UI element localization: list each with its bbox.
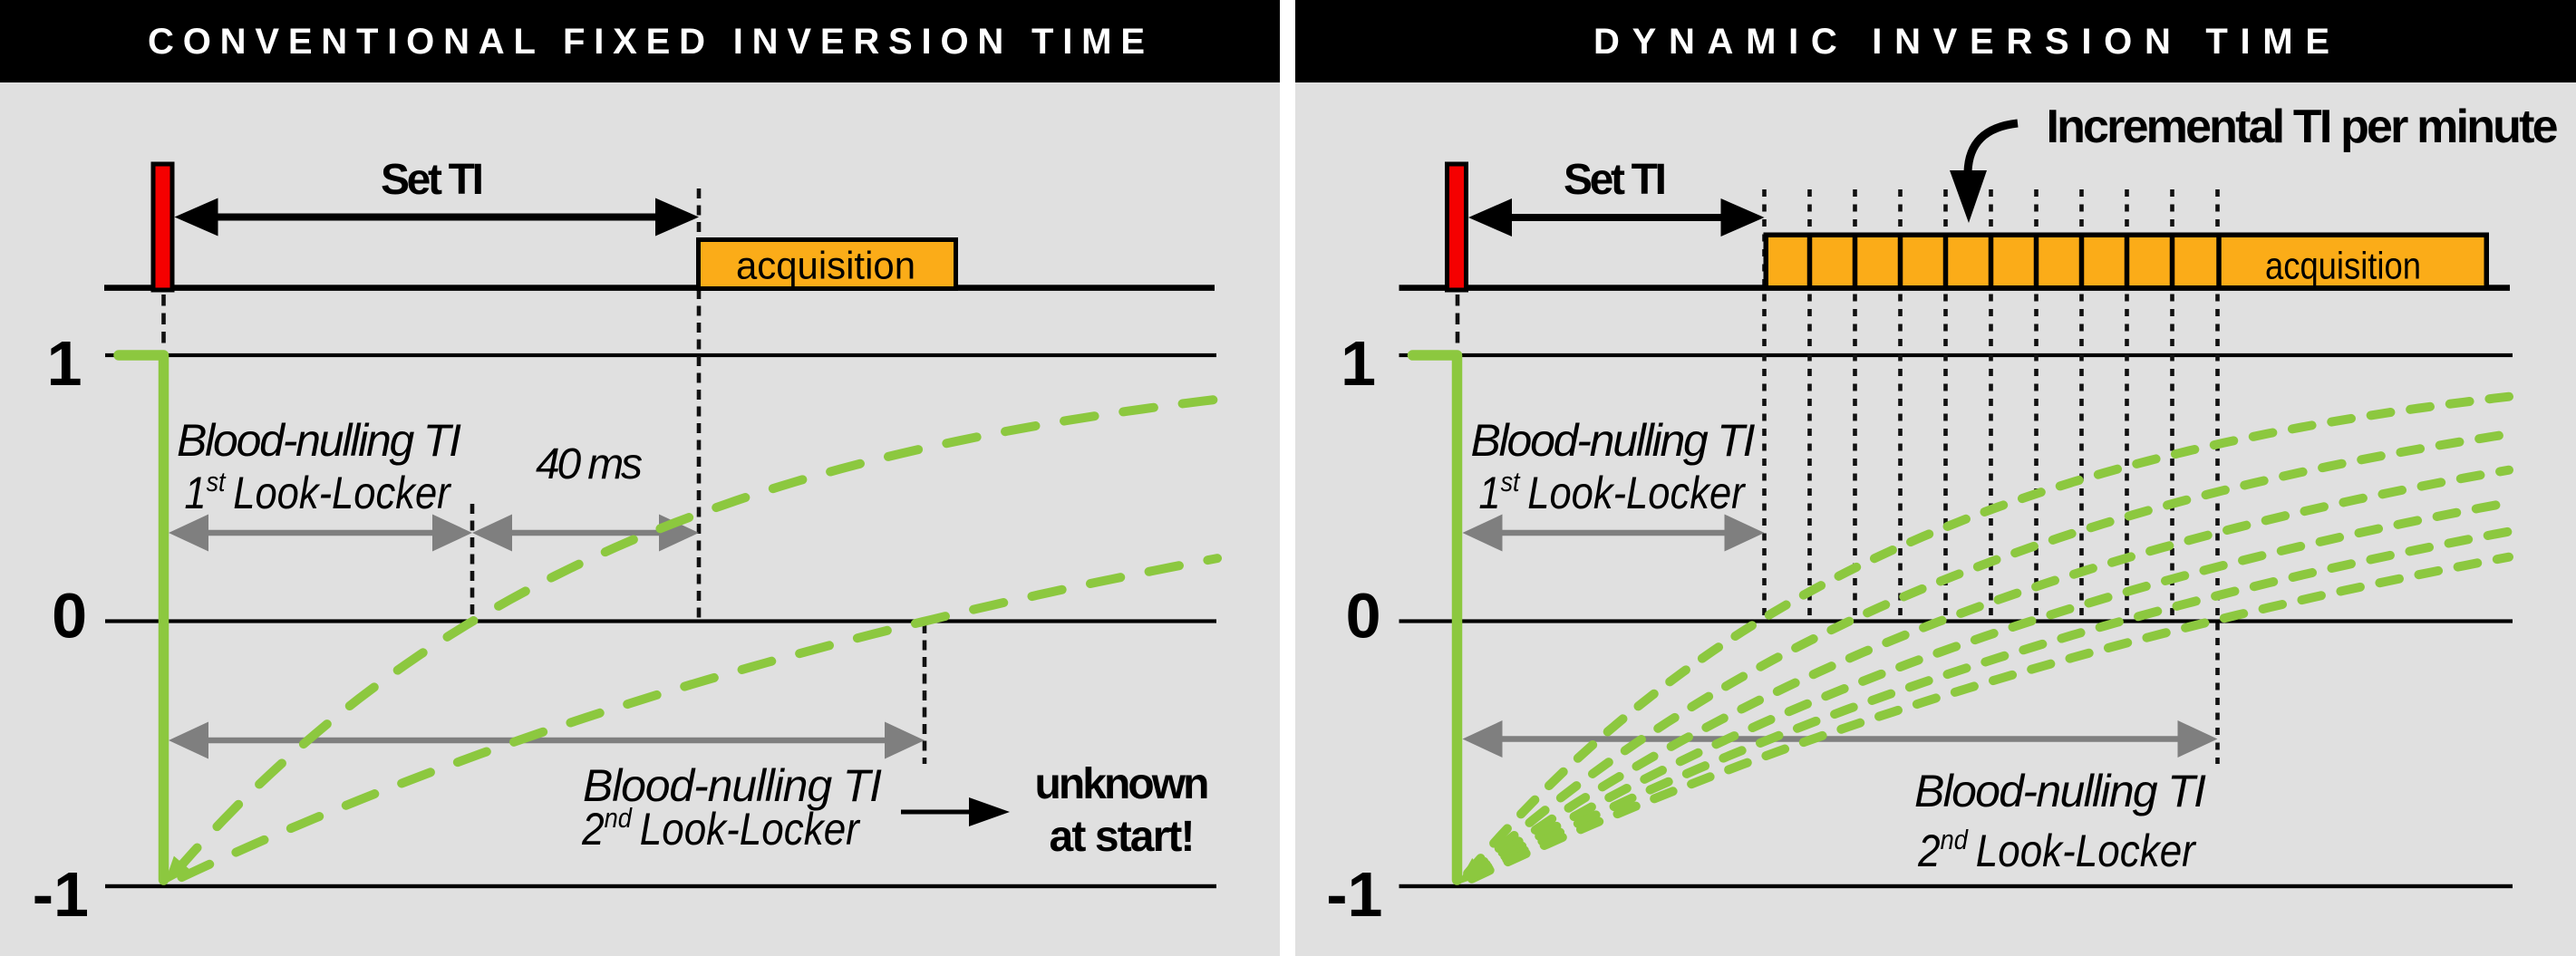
- svg-text:Set TI: Set TI: [381, 156, 484, 204]
- svg-text:CONVENTIONAL FIXED INVERSION T: CONVENTIONAL FIXED INVERSION TIME: [148, 22, 1145, 62]
- svg-text:Set TI: Set TI: [1564, 156, 1667, 204]
- svg-text:40 ms: 40 ms: [536, 440, 643, 488]
- svg-text:1: 1: [47, 328, 82, 399]
- svg-text:-1: -1: [33, 859, 89, 930]
- svg-text:Blood-nulling TI: Blood-nulling TI: [1914, 766, 2206, 816]
- svg-text:1: 1: [1341, 328, 1376, 399]
- svg-text:unknown: unknown: [1035, 760, 1210, 808]
- svg-text:2nd Look-Locker: 2nd Look-Locker: [581, 803, 861, 854]
- svg-text:1st Look-Locker: 1st Look-Locker: [184, 467, 451, 517]
- svg-text:acquisition: acquisition: [736, 245, 915, 288]
- svg-text:Blood-nulling TI: Blood-nulling TI: [583, 760, 882, 811]
- svg-text:at start!: at start!: [1050, 813, 1196, 861]
- svg-text:0: 0: [52, 581, 87, 652]
- svg-text:-1: -1: [1326, 859, 1382, 930]
- svg-text:acquisition: acquisition: [2265, 245, 2421, 287]
- svg-text:Blood-nulling TI: Blood-nulling TI: [177, 415, 461, 466]
- svg-text:Blood-nulling TI: Blood-nulling TI: [1471, 415, 1756, 466]
- svg-text:Incremental TI per minute: Incremental TI per minute: [2047, 101, 2559, 153]
- svg-text:1st Look-Locker: 1st Look-Locker: [1478, 467, 1746, 517]
- svg-text:0: 0: [1346, 581, 1381, 652]
